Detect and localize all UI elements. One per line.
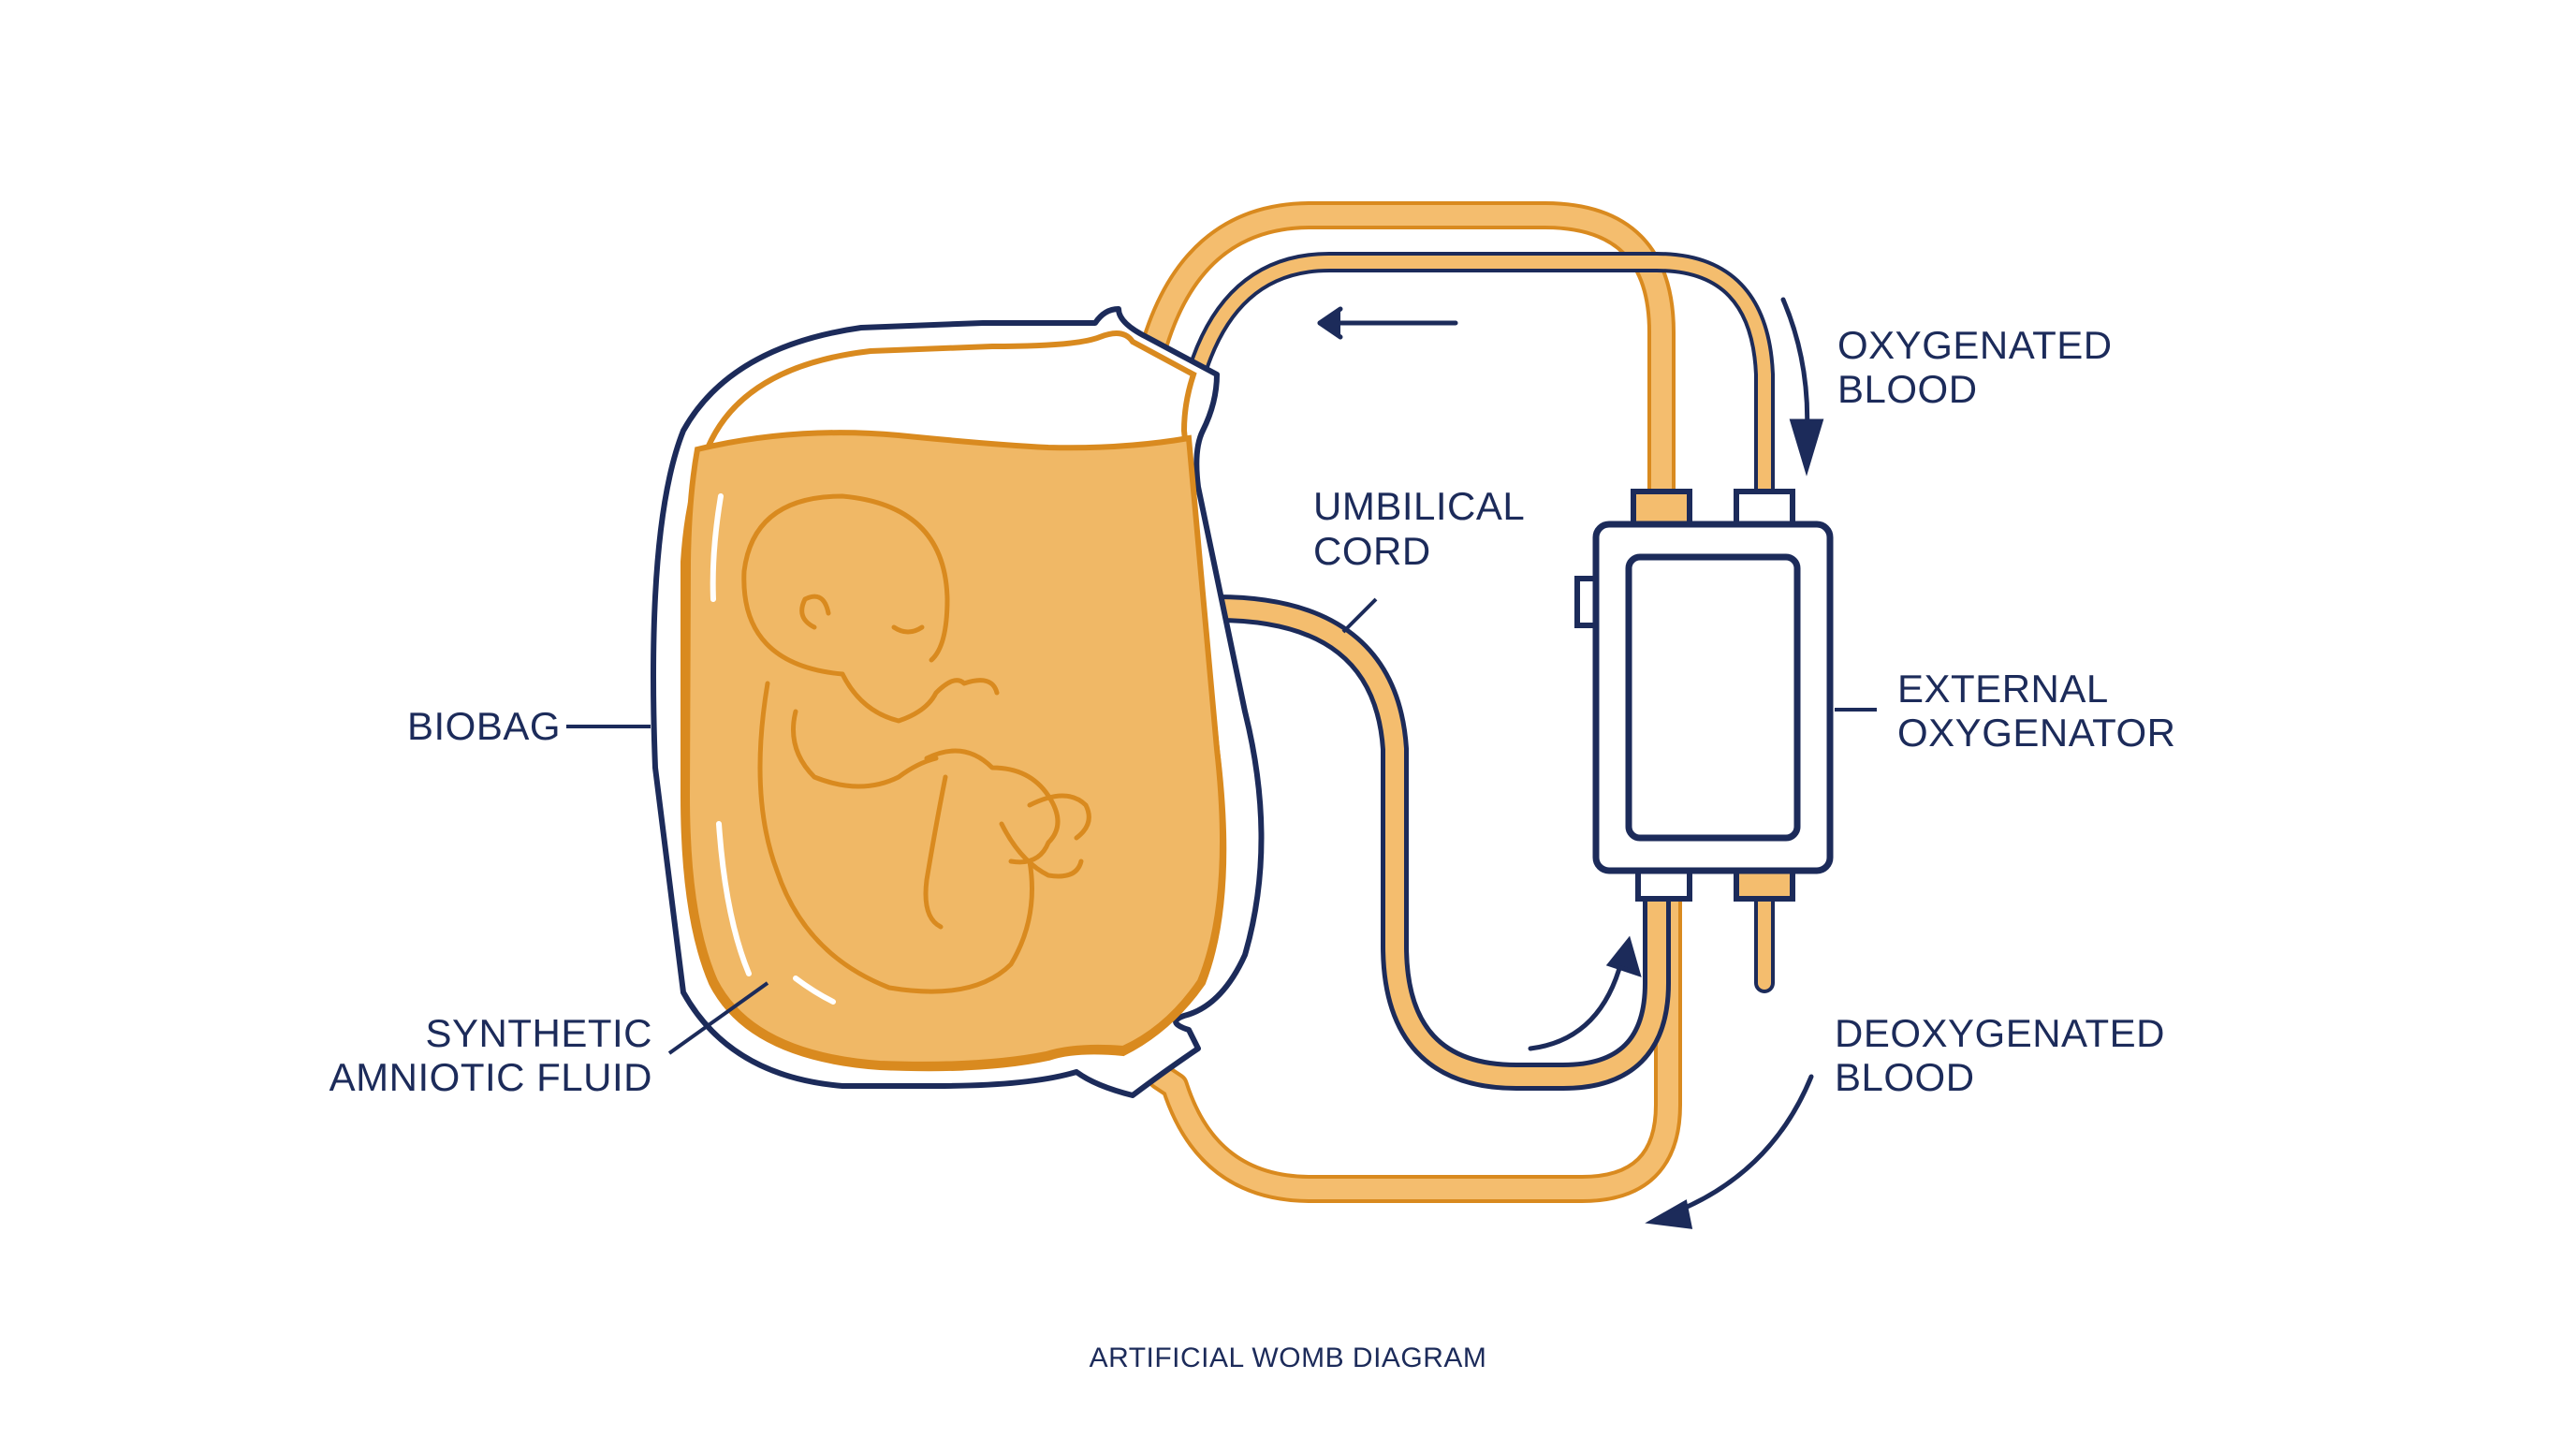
external-oxygenator [1574, 489, 1834, 902]
label-deoxygenated-line1: DEOXYGENATED [1835, 1011, 2165, 1055]
label-biobag: BIOBAG [407, 704, 561, 748]
navy-circuit-tube [1183, 252, 1775, 993]
bag-highlights [710, 493, 836, 1005]
label-external-line1: EXTERNAL [1897, 667, 2109, 711]
label-synthetic-line1: SYNTHETIC [425, 1011, 652, 1055]
fetus-illustration [741, 493, 1091, 994]
label-oxygenated-line2: BLOOD [1837, 367, 1978, 411]
label-external-line2: OXYGENATOR [1897, 711, 2176, 755]
label-synthetic-line2: AMNIOTIC FLUID [329, 1055, 652, 1099]
label-oxygenated-line1: OXYGENATED [1837, 323, 2113, 367]
label-umbilical-line1: UMBILICAL [1313, 484, 1525, 528]
diagram-caption: ARTIFICIAL WOMB DIAGRAM [1090, 1343, 1487, 1373]
label-umbilical-line2: CORD [1313, 529, 1431, 573]
flow-arrows [1317, 297, 1824, 1229]
blood-circuit-tube [1137, 201, 1682, 1203]
leader-lines [566, 597, 1877, 1055]
label-deoxygenated-line2: BLOOD [1835, 1055, 1975, 1099]
